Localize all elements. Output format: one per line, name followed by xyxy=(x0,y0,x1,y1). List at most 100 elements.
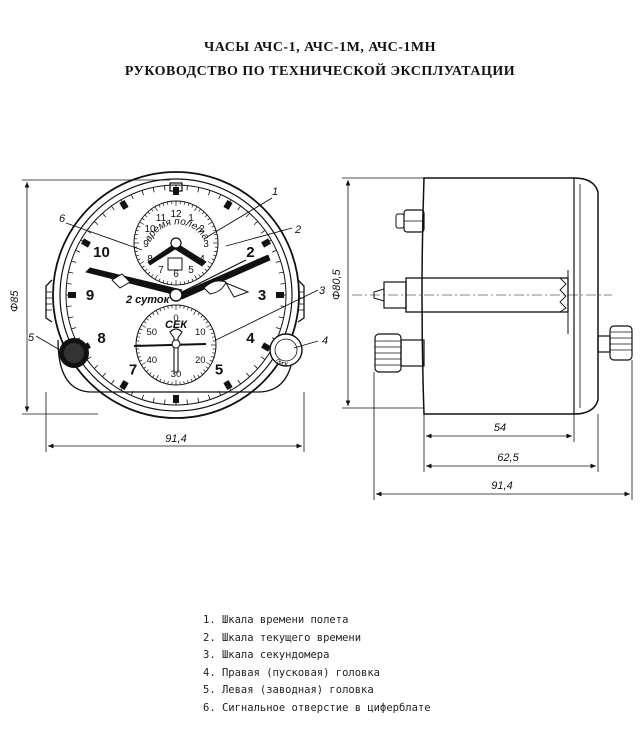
callout-numbers: 6 1 2 3 4 5 xyxy=(28,186,328,347)
stopwatch-tick xyxy=(146,317,149,321)
hour-marker xyxy=(261,342,272,352)
flight-tick xyxy=(204,268,208,272)
stopwatch-tick xyxy=(152,374,155,378)
flight-tick xyxy=(198,208,201,212)
legend-item: 3. Шкала секундомера xyxy=(203,649,330,662)
stopwatch-tick xyxy=(155,375,159,380)
flight-numeral: 2 xyxy=(199,224,205,235)
minute-tick xyxy=(237,379,241,385)
flight-numeral: 3 xyxy=(203,239,209,250)
stopwatch-tick xyxy=(159,378,162,382)
minute-tick xyxy=(278,316,284,319)
stopwatch-numeral: 40 xyxy=(146,355,157,366)
flight-tick xyxy=(194,274,198,280)
flight-tick xyxy=(207,265,211,268)
stopwatch-tick xyxy=(146,369,149,373)
minute-tick xyxy=(260,356,266,360)
stopwatch-tick xyxy=(187,306,189,310)
hour-marker xyxy=(68,292,76,298)
hour-marker xyxy=(173,187,179,195)
stopwatch-tick xyxy=(136,336,140,338)
days-label: 2 суток xyxy=(125,294,171,306)
stopwatch-tick xyxy=(137,356,141,358)
flight-tick xyxy=(187,202,190,207)
document-title: ЧАСЫ АЧС-1, АЧС-1М, АЧС-1МН xyxy=(204,40,436,55)
minute-tick xyxy=(141,394,144,400)
stopwatch-tick xyxy=(187,380,189,384)
minute-tick xyxy=(275,260,281,263)
signal-hole xyxy=(167,257,183,271)
minute-tick xyxy=(253,221,259,226)
dim-54-label: 54 xyxy=(494,422,506,434)
flight-numeral: 5 xyxy=(188,265,194,276)
flight-tick xyxy=(204,214,208,218)
dim-91-4-label: 91,4 xyxy=(491,480,512,492)
flight-tick xyxy=(139,261,145,265)
minute-tick xyxy=(102,212,107,218)
flight-tick xyxy=(166,201,169,205)
stopwatch-tick xyxy=(148,315,152,318)
minute-tick xyxy=(260,230,266,234)
hour-numeral: 4 xyxy=(246,330,255,347)
minute-tick xyxy=(66,305,72,307)
clock-hands xyxy=(85,237,271,373)
hour-marker xyxy=(119,380,129,391)
flight-tick xyxy=(158,278,161,282)
flight-tick xyxy=(135,229,140,232)
callout-4: 4 xyxy=(322,335,328,347)
hour-marker xyxy=(276,292,284,298)
hour-numeral: 2 xyxy=(246,244,254,261)
flight-tick xyxy=(207,221,213,225)
diameter-85-label: Φ85 xyxy=(9,290,21,312)
front-dimensions xyxy=(22,179,305,452)
minute-tick xyxy=(71,260,77,263)
minute-tick xyxy=(111,379,115,385)
flight-tick xyxy=(212,229,217,232)
flight-tick xyxy=(201,211,205,215)
hour-marker xyxy=(173,395,179,403)
minute-tick xyxy=(75,249,81,253)
flight-numeral: 10 xyxy=(144,224,156,235)
front-view xyxy=(45,171,305,419)
stopwatch-tick xyxy=(190,308,193,312)
stopwatch-tick xyxy=(203,369,206,373)
flight-tick xyxy=(135,254,140,257)
stopwatch-tick xyxy=(197,374,200,378)
minute-tick xyxy=(275,327,281,330)
side-view xyxy=(352,177,633,415)
hour-numeral: 10 xyxy=(93,244,110,261)
stopwatch-tick xyxy=(139,328,143,331)
minute-tick xyxy=(141,190,144,196)
flight-tick xyxy=(207,261,213,265)
document-subtitle: РУКОВОДСТВО ПО ТЕХНИЧЕСКОЙ ЭКСПЛУАТАЦИИ xyxy=(124,64,516,79)
flight-tick xyxy=(212,254,217,257)
flight-numeral: 1 xyxy=(188,213,194,224)
svg-text:пуск: пуск xyxy=(274,357,289,368)
stopwatch-tick xyxy=(205,321,209,324)
flight-tick xyxy=(147,271,151,275)
minute-tick xyxy=(245,372,250,378)
stopwatch-numeral: 0 xyxy=(173,313,178,324)
stopwatch-tick xyxy=(203,317,206,321)
flight-numeral: 8 xyxy=(147,254,153,265)
hour-numeral: 9 xyxy=(86,287,94,304)
flight-numeral: 11 xyxy=(156,213,167,224)
minute-tick xyxy=(68,271,74,274)
left-winding-knob xyxy=(59,338,89,368)
flight-tick xyxy=(201,271,205,275)
minute-tick xyxy=(271,249,277,253)
flight-tick xyxy=(198,274,201,278)
stopwatch-tick xyxy=(148,372,152,375)
flight-tick xyxy=(154,274,158,280)
stopwatch-numeral: 20 xyxy=(195,355,206,366)
stopwatch-tick xyxy=(209,328,213,331)
right-start-knob: пуск xyxy=(269,333,303,368)
callout-leaders xyxy=(35,197,319,351)
minute-tick xyxy=(71,327,77,330)
stopwatch-tick xyxy=(197,312,200,316)
minute-tick xyxy=(164,399,166,405)
flight-tick xyxy=(134,233,138,236)
minute-tick xyxy=(152,187,155,193)
